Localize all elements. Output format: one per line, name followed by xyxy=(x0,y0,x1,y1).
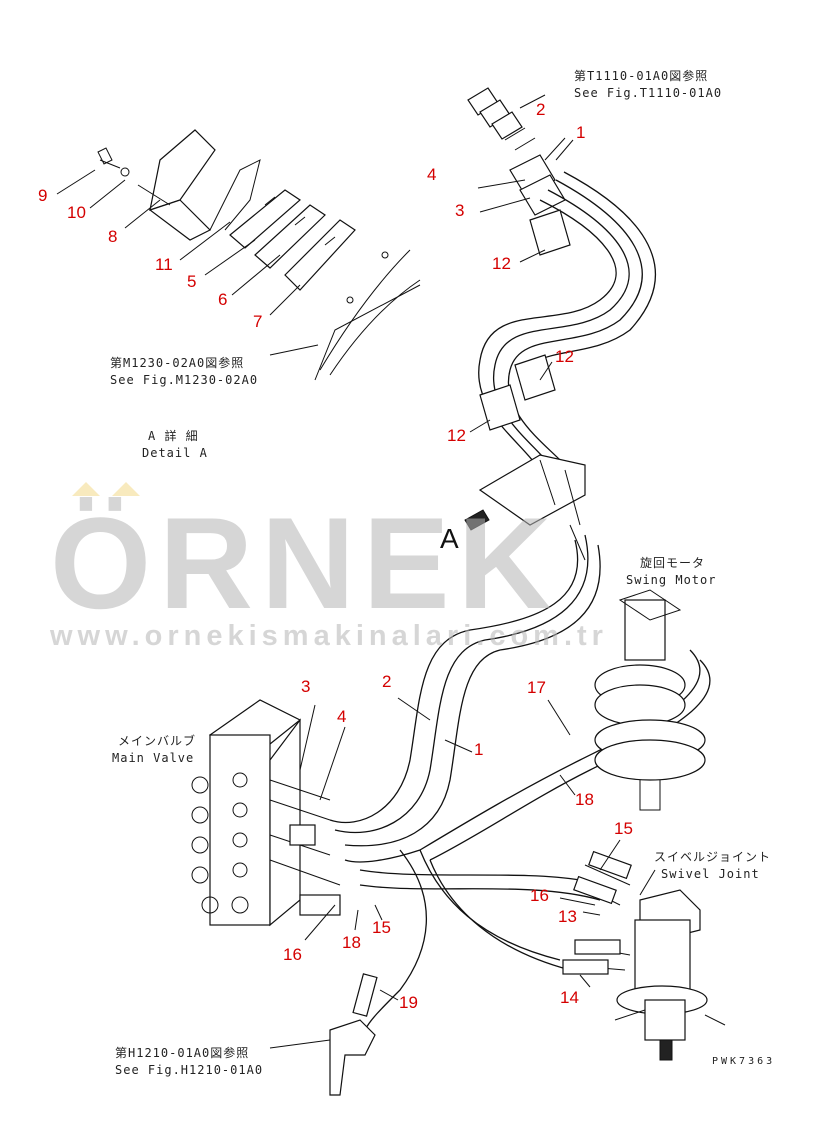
watermark-url: www.ornekismakinalari.com.tr xyxy=(49,620,608,652)
callout-5: 5 xyxy=(187,272,196,291)
swing-motor xyxy=(594,589,706,811)
swivel-joint-en: Swivel Joint xyxy=(661,867,760,881)
main-valve xyxy=(191,699,341,927)
callout-16-valve: 16 xyxy=(283,945,302,964)
long-hoses xyxy=(329,534,711,1031)
callout-4-top: 4 xyxy=(427,165,436,184)
callout-16-right: 16 xyxy=(530,886,549,905)
swing-motor-jp: 旋回モータ xyxy=(640,556,705,570)
callout-15-valve: 15 xyxy=(372,918,391,937)
swing-motor-en: Swing Motor xyxy=(626,573,716,587)
main-valve-en: Main Valve xyxy=(112,751,194,765)
callout-2-valve: 2 xyxy=(382,672,391,691)
callout-18-valve: 18 xyxy=(342,933,361,952)
callout-2-top: 2 xyxy=(536,100,545,119)
ref-top-en: See Fig.T1110-01A0 xyxy=(574,86,722,100)
callout-12-b: 12 xyxy=(555,347,574,366)
callout-13: 13 xyxy=(558,907,577,926)
callout-1-top: 1 xyxy=(576,123,585,142)
ref-middle-jp: 第M1230-02A0図参照 xyxy=(110,355,244,370)
callout-18-right: 18 xyxy=(575,790,594,809)
ref-bottom-en: See Fig.H1210-01A0 xyxy=(115,1063,263,1077)
callout-19: 19 xyxy=(399,993,418,1012)
callout-9: 9 xyxy=(38,186,47,205)
ref-middle-en: See Fig.M1230-02A0 xyxy=(110,373,258,387)
callout-3-top: 3 xyxy=(455,201,464,220)
detail-a-en: Detail A xyxy=(142,446,208,460)
callout-11: 11 xyxy=(155,255,173,274)
swivel-joint-jp: スイベルジョイント xyxy=(654,850,771,864)
bottom-bracket xyxy=(329,973,378,1096)
ref-bottom-jp: 第H1210-01A0図参照 xyxy=(115,1045,249,1060)
swivel-joint xyxy=(562,850,726,1061)
watermark-dot-left xyxy=(72,482,100,496)
drawing-code: PWK7363 xyxy=(712,1056,775,1067)
callout-6: 6 xyxy=(218,290,227,309)
callout-7: 7 xyxy=(253,312,262,331)
ref-top-jp: 第T1110-01A0図参照 xyxy=(574,68,708,83)
detail-a-bracket xyxy=(97,129,421,381)
callout-4-valve: 4 xyxy=(337,707,346,726)
callouts: 9 10 8 11 5 6 7 2 1 4 3 12 12 12 3 4 2 1… xyxy=(38,100,633,1012)
callout-10: 10 xyxy=(67,203,86,222)
callout-3-valve: 3 xyxy=(301,677,310,696)
upper-hose-bundle xyxy=(464,87,657,561)
watermark-dot-right xyxy=(112,482,140,496)
watermark-brand: ÖRNEK xyxy=(50,490,559,636)
watermark: ÖRNEK www.ornekismakinalari.com.tr xyxy=(49,482,608,652)
leader-lines xyxy=(56,94,656,1049)
callout-8: 8 xyxy=(108,227,117,246)
valve-ports xyxy=(191,772,249,914)
callout-15-right: 15 xyxy=(614,819,633,838)
callout-12-a: 12 xyxy=(492,254,511,273)
main-valve-jp: メインバルブ xyxy=(118,733,196,748)
callout-14: 14 xyxy=(560,988,579,1007)
reference-labels: 第T1110-01A0図参照 See Fig.T1110-01A0 第M1230… xyxy=(110,68,775,1077)
callout-12-c: 12 xyxy=(447,426,466,445)
detail-a-jp: A 詳 細 xyxy=(148,428,199,443)
callout-17: 17 xyxy=(527,678,546,697)
callout-1-valve: 1 xyxy=(474,740,483,759)
detail-a-marker: A xyxy=(440,523,459,554)
